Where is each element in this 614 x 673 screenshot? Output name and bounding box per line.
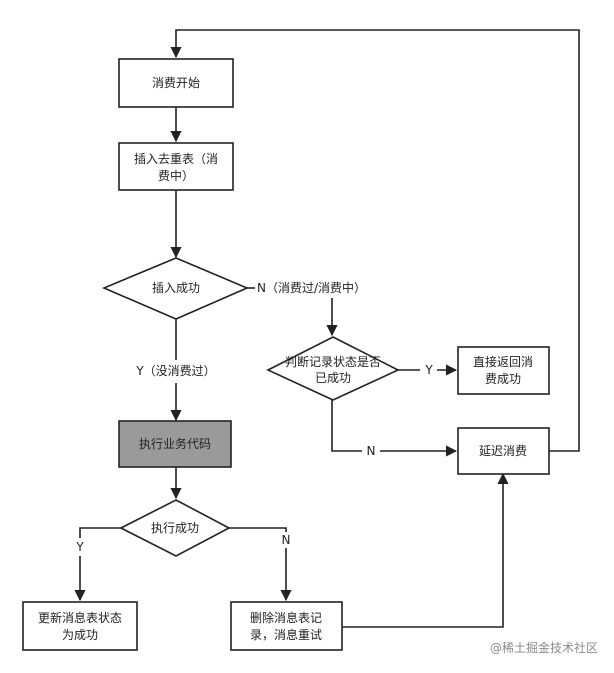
judge-status-label-2: 已成功 bbox=[315, 371, 351, 385]
update-status-box bbox=[22, 601, 138, 651]
delete-record-box bbox=[230, 601, 343, 651]
edge-delay-to-start bbox=[170, 29, 580, 452]
edge-exec-no-to-delete bbox=[229, 527, 287, 532]
edge-label-y-not-consumed: Y（没消费过） bbox=[135, 363, 215, 378]
judge-status-diamond bbox=[266, 336, 400, 401]
delay-consume-box bbox=[457, 427, 550, 475]
delete-record-label-2: 录，消息重试 bbox=[250, 627, 322, 642]
watermark-text: @稀土掘金技术社区 bbox=[490, 640, 598, 655]
return-success-box bbox=[457, 346, 550, 395]
insert-dedup-label-2: 费中） bbox=[158, 168, 194, 183]
insert-dedup-box bbox=[118, 142, 234, 191]
edge-label-n-judge: N bbox=[367, 444, 376, 458]
start-label: 消费开始 bbox=[152, 76, 200, 90]
exec-success-label: 执行成功 bbox=[151, 521, 199, 535]
edge-label-y-judge: Y bbox=[424, 363, 433, 377]
insert-success-label: 插入成功 bbox=[152, 281, 200, 295]
return-success-label-2: 费成功 bbox=[485, 372, 521, 386]
edge-judge-no-to-delay bbox=[331, 400, 362, 452]
edge-label-n-consumed: N（消费过/消费中） bbox=[257, 280, 366, 295]
edge-delete-to-delay bbox=[342, 472, 509, 628]
judge-status-label-1: 判断记录状态是否 bbox=[285, 354, 381, 369]
update-status-label-2: 为成功 bbox=[62, 628, 98, 642]
exec-success-diamond bbox=[119, 499, 231, 557]
return-success-label-1: 直接返回消 bbox=[473, 354, 533, 369]
edge-label-n-exec: N bbox=[282, 533, 291, 547]
insert-success-diamond bbox=[101, 257, 250, 320]
edge-label-y-exec: Y bbox=[75, 540, 84, 554]
delete-record-label-1: 删除消息表记 bbox=[250, 610, 322, 625]
update-status-label-1: 更新消息表状态 bbox=[38, 610, 122, 625]
start-box bbox=[118, 58, 234, 108]
execute-business-box bbox=[118, 420, 232, 468]
edge-exec-yes-to-update bbox=[79, 527, 121, 538]
insert-dedup-label-1: 插入去重表（消 bbox=[134, 152, 218, 166]
execute-business-label: 执行业务代码 bbox=[139, 436, 211, 451]
delay-consume-label: 延迟消费 bbox=[479, 444, 527, 458]
